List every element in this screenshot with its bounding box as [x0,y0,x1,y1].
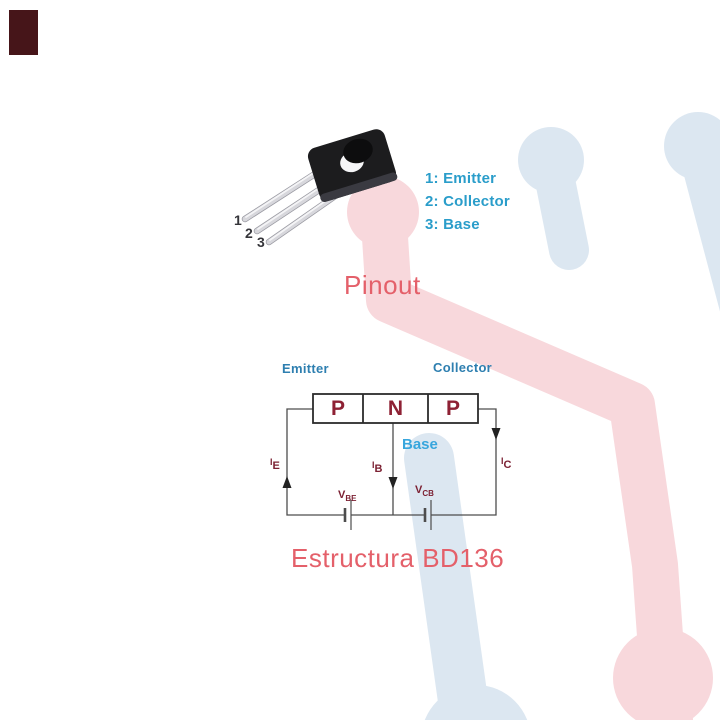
circuit-wires [286,408,497,516]
region-p-collector: P [445,396,460,420]
pin-legend-base: 3: Base [425,216,480,233]
base-label: Base [402,436,438,453]
blue-pad-2 [664,112,720,180]
transistor-mounting-hole [340,138,373,173]
pin-legend-collector: 2: Collector [425,193,510,210]
pnp-box [312,393,479,424]
current-label-ie: IE [270,457,280,472]
voltage-label-vcb: VCB [415,484,434,498]
corner-accent [9,10,38,55]
pink-pad-bottom [613,628,713,720]
current-arrows [282,428,501,489]
pin-number-1: 1 [234,212,242,228]
estructura-caption: Estructura BD136 [291,543,505,573]
emitter-label: Emitter [282,361,329,376]
voltage-label-vbe: VBE [338,489,357,503]
region-n-base: N [387,396,404,420]
current-label-ib: IB [372,460,383,475]
blue-trace-3 [404,433,490,720]
current-label-ic: IC [501,456,512,471]
blue-pad-3 [424,685,528,720]
pink-pad-top [347,176,419,248]
region-p-emitter: P [330,396,345,420]
battery-symbols [343,500,432,530]
collector-label: Collector [433,360,493,375]
blue-pad-1 [518,127,584,193]
pinout-caption: Pinout [344,270,421,300]
pin-number-3: 3 [257,234,265,250]
pin-number-2: 2 [245,225,253,241]
pin-legend-emitter: 1: Emitter [425,170,497,187]
